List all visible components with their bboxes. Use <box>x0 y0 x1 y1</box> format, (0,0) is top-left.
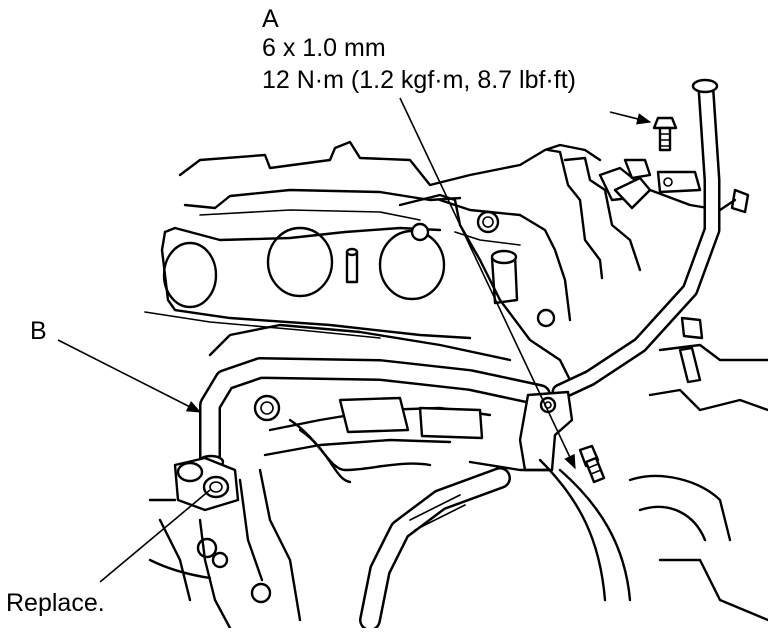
label-b-letter: B <box>30 317 47 345</box>
bypass-pipe <box>551 78 721 401</box>
water-outlet <box>148 456 240 630</box>
bolt-a-lower <box>578 444 606 484</box>
label-a-torque: 12 N·m (1.2 kgf·m, 8.7 lbf·ft) <box>262 66 576 94</box>
callout-a-upper-arrow <box>609 111 652 125</box>
pipe-bracket <box>518 390 574 472</box>
callout-replace-line <box>99 489 211 583</box>
engine-block-outline <box>144 140 602 362</box>
label-replace: Replace. <box>6 589 105 617</box>
right-side-components <box>628 343 768 622</box>
callout-b-arrow <box>57 339 202 413</box>
block-bolts <box>196 210 556 604</box>
wiring-harness <box>263 396 552 484</box>
callout-lines <box>57 97 652 583</box>
label-a-size: 6 x 1.0 mm <box>262 34 386 62</box>
thermostat-bracket <box>398 148 642 392</box>
callout-a-lower-arrow <box>399 97 576 470</box>
bolt-a-upper <box>652 116 678 152</box>
intake-ports <box>162 226 446 309</box>
label-a-letter: A <box>262 5 279 33</box>
lower-large-hose <box>238 458 632 631</box>
